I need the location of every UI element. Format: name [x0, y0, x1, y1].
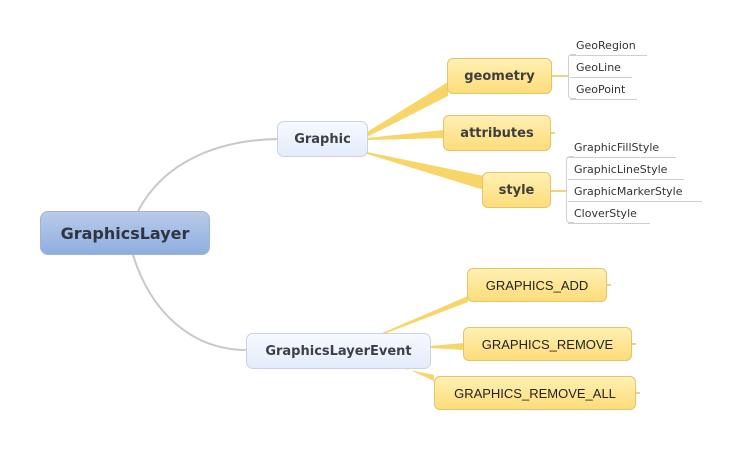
leaf-bracket-style: [566, 156, 574, 223]
link-graphic-style: [367, 152, 484, 190]
leaf-label: GraphicMarkerStyle: [574, 185, 683, 198]
leaf-graphicfillstyle[interactable]: GraphicFillStyle: [568, 141, 676, 158]
leaf-label: GeoRegion: [576, 39, 636, 52]
leaf-graphicmarkerstyle[interactable]: GraphicMarkerStyle: [568, 185, 702, 202]
sub-node-attributes[interactable]: attributes: [443, 115, 551, 151]
sub-label: GRAPHICS_REMOVE_ALL: [454, 385, 616, 401]
leaf-graphiclinestyle[interactable]: GraphicLineStyle: [568, 163, 684, 180]
leaf-label: CloverStyle: [574, 207, 637, 220]
sub-node-geometry[interactable]: geometry: [447, 58, 552, 94]
link-event-remove: [430, 343, 464, 350]
sub-label: geometry: [464, 68, 535, 84]
leaf-label: GraphicLineStyle: [574, 163, 668, 176]
link-root-graphic: [137, 138, 279, 212]
link-event-removeall: [405, 369, 434, 381]
root-node[interactable]: GraphicsLayer: [40, 211, 210, 255]
sub-node-graphics-remove[interactable]: GRAPHICS_REMOVE: [463, 327, 632, 361]
link-graphic-attributes: [367, 130, 444, 140]
sub-label: attributes: [460, 125, 534, 141]
leaf-label: GeoPoint: [576, 83, 626, 96]
sub-node-style[interactable]: style: [482, 172, 551, 208]
sub-node-graphics-remove-all[interactable]: GRAPHICS_REMOVE_ALL: [434, 376, 636, 410]
branch-node-graphic[interactable]: Graphic: [277, 121, 368, 157]
leaf-geoline[interactable]: GeoLine: [570, 61, 632, 78]
branch-label: GraphicsLayerEvent: [265, 343, 412, 359]
sub-node-graphics-add[interactable]: GRAPHICS_ADD: [467, 268, 607, 302]
link-graphic-geometry: [367, 82, 448, 137]
leaf-bracket-geometry: [568, 54, 576, 99]
sub-label: style: [498, 182, 535, 198]
leaf-label: GraphicFillStyle: [574, 141, 660, 154]
sub-label: GRAPHICS_ADD: [485, 277, 589, 293]
branch-label: Graphic: [294, 131, 351, 147]
leaf-georegion[interactable]: GeoRegion: [570, 39, 647, 56]
leaf-cloverstyle[interactable]: CloverStyle: [568, 207, 650, 224]
sub-label: GRAPHICS_REMOVE: [481, 336, 614, 352]
leaf-label: GeoLine: [576, 61, 621, 74]
link-event-add: [382, 296, 468, 334]
branch-node-graphicslayerevent[interactable]: GraphicsLayerEvent: [246, 333, 431, 369]
leaf-geopoint[interactable]: GeoPoint: [570, 83, 637, 100]
root-label: GraphicsLayer: [60, 223, 190, 243]
link-root-event: [132, 254, 248, 351]
